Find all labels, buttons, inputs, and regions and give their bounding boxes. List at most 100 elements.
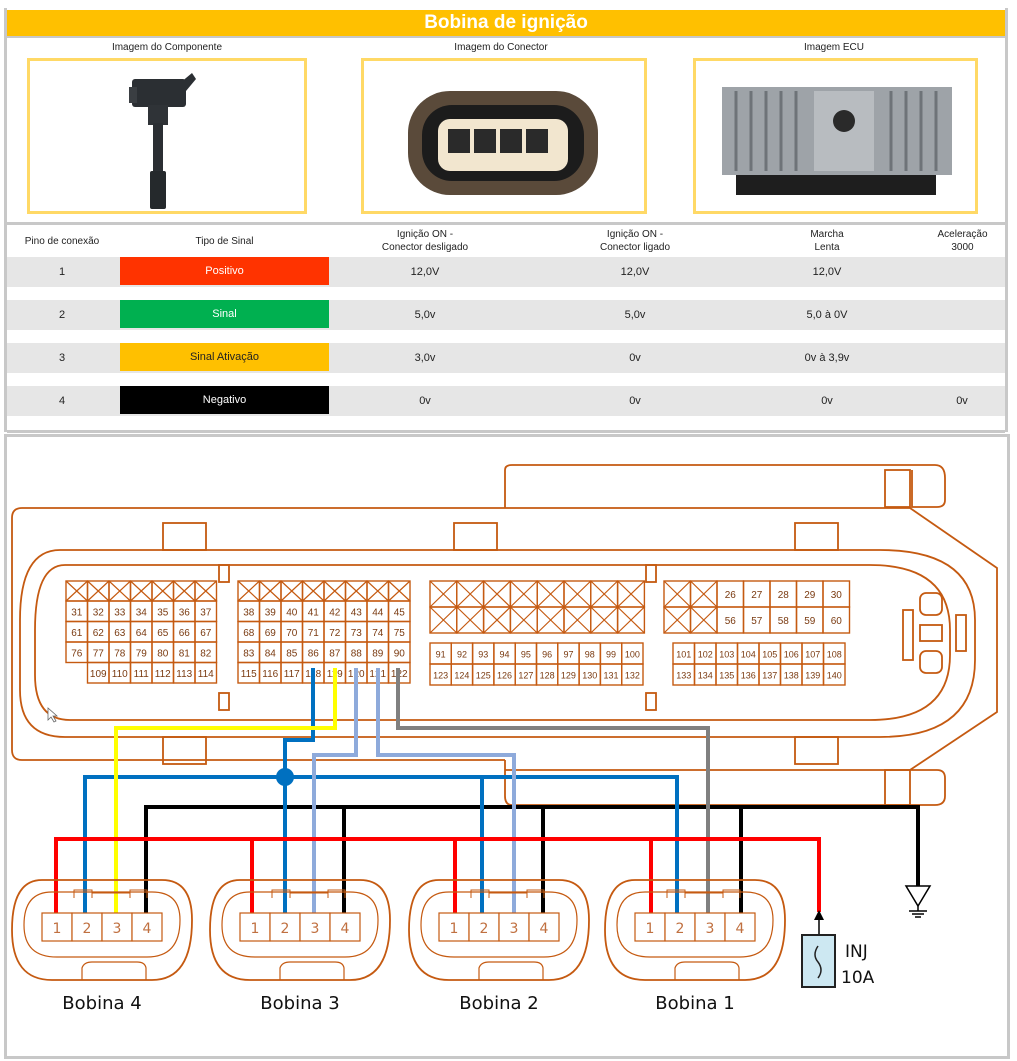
ecu-pin-number: 113 [176,669,192,680]
ecu-pin-number: 35 [157,607,169,618]
ecu-pin-number: 36 [179,607,191,618]
ecu-pin-number: 88 [351,648,363,659]
ecu-pin-number: 99 [606,650,616,660]
ecu-pin-number: 110 [112,669,128,680]
coil-pin-cell [131,912,163,942]
ecu-pin-number: 75 [394,628,406,639]
pin-number: 3 [58,352,66,364]
ecu-pin-number: 87 [329,648,341,659]
ecu-connector-outline [11,464,998,806]
blocked-pin-cross [280,580,303,602]
coil-pin-number: 3 [311,921,320,937]
ecu-photo-icon [722,87,952,195]
ecu-pin-number: 114 [198,669,214,680]
pin-number: 4 [58,395,66,407]
ecu-pin-number: 59 [804,616,816,627]
ecu-pin-number: 85 [286,648,298,659]
blocked-pin-cross [323,580,346,602]
coil-pin-number: 3 [113,921,122,937]
ecu-pin-number: 77 [93,648,105,659]
ecu-pin-number: 86 [308,648,320,659]
ecu-pin-number: 38 [243,607,255,618]
value-ign-on: 0v [629,395,641,407]
ignition-coil-icon [129,73,196,209]
ecu-pin-number: 33 [114,607,126,618]
ecu-pin-number: 93 [478,650,488,660]
ecu-pin-number: 64 [136,628,148,639]
ecu-pin-number: 92 [457,650,467,660]
ecu-pin-number: 30 [831,590,843,601]
ecu-pin-number: 106 [784,650,799,660]
divider [7,430,1005,433]
blocked-pin-cross [237,580,260,602]
ecu-pin-number: 109 [90,669,107,680]
coil-pin-number: 4 [736,921,745,937]
ecu-pin-number: 27 [751,590,763,601]
ecu-pin-number: 101 [676,650,691,660]
blocked-pin-cross [65,580,88,602]
blocked-pin-cross [429,580,458,608]
ecu-pin-number: 107 [805,650,820,660]
positive-wire-bus [54,837,821,913]
value-idle: 12,0V [812,266,842,278]
ecu-pin-number: 58 [778,616,790,627]
blocked-pin-cross [483,580,511,608]
header-idle-line1: Marcha [810,229,844,240]
ecu-pin-number: 29 [804,590,816,601]
blocked-pin-cross [563,580,592,608]
ecu-pin-number: 129 [561,671,576,681]
ecu-pin-number: 84 [265,648,277,659]
ecu-pin-number: 28 [778,590,790,601]
blocked-pin-cross [617,580,645,608]
blocked-pin-cross [509,606,538,634]
coil-pin-number: 4 [540,921,549,937]
ecu-pin-number: 90 [394,648,406,659]
ecu-pin-number: 80 [157,648,169,659]
blocked-pin-cross [151,580,174,602]
header-ign-on: Ignição ON -Conector ligado [555,228,715,254]
coil-label: Bobina 3 [260,993,339,1014]
header-signal-type: Tipo de Sinal [195,236,254,247]
ecu-pin-number: 135 [719,671,734,681]
blocked-pin-cross [366,580,389,602]
coil-pin-number: 1 [450,921,459,937]
ecu-pin-cell [194,661,218,684]
ecu-pin-number: 67 [200,628,212,639]
ecu-pin-number: 96 [542,650,552,660]
blocked-pin-cross [590,580,619,608]
blocked-pin-cross [173,580,196,602]
coil-pin-number: 3 [510,921,519,937]
ecu-pin-number: 72 [329,628,341,639]
value-ign-off: 3,0v [414,352,436,364]
value-ign-off: 12,0V [410,266,440,278]
blocked-pin-cross [563,606,592,634]
ecu-pin-number: 124 [454,671,469,681]
signal-wire-pin71 [283,668,315,777]
ecu-pin-number: 116 [262,669,278,680]
header-accel-line2: 3000 [951,242,974,253]
ecu-pin-number: 104 [741,650,756,660]
ecu-pin-number: 91 [436,650,446,660]
fuse-rating: 10A [841,968,875,988]
ecu-pin-number: 108 [827,650,842,660]
activation-wire-coil4 [114,668,337,913]
blocked-pin-cross [388,580,411,602]
value-idle: 0v [821,395,833,407]
ecu-pin-number: 117 [284,669,300,680]
blocked-pin [616,606,646,634]
header-ign-off-line2: Conector desligado [381,242,469,253]
coil-pin-cell [299,912,331,942]
ecu-pin-number: 76 [71,648,83,659]
fuse-inj: INJ 10A [801,910,875,988]
coil-label: Bobina 2 [459,993,538,1014]
coil-label: Bobina 1 [655,993,734,1014]
coil-pin-cell [269,912,301,942]
ecu-image-caption: Imagem ECU [803,42,864,53]
